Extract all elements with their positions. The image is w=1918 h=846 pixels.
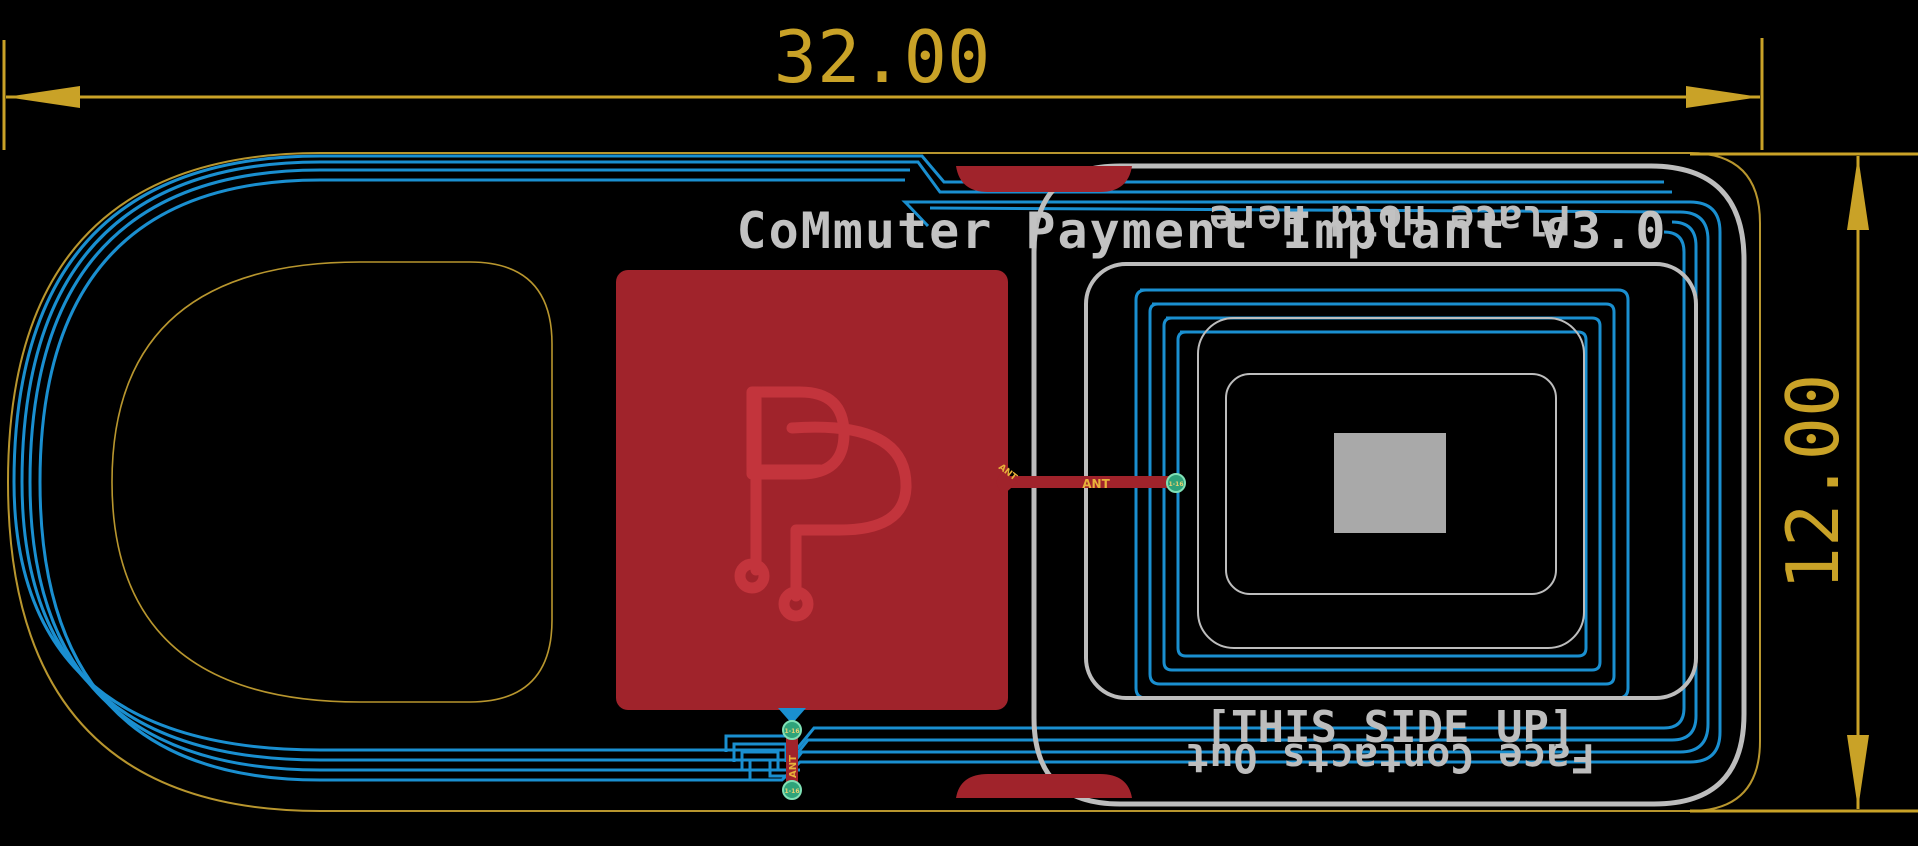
cutout-slot: [111, 261, 553, 703]
copper-top: [616, 166, 1174, 798]
antenna-coil-bottom: [12, 154, 1722, 782]
silk-title: CoMmuter Payment Implant v3.0: [737, 202, 1668, 260]
via-top: [782, 720, 802, 740]
contact-pad-bottom: [956, 774, 1132, 798]
net-label-ant: ANT: [1082, 477, 1110, 491]
via-bottom: [782, 780, 802, 800]
ant-trace-stub: [996, 470, 1018, 496]
dimension-height: [1690, 152, 1918, 813]
silk-orientation-mirrored: Face Contacts Out: [1185, 734, 1594, 780]
ant-trace-horizontal: [1004, 476, 1174, 488]
chip-die: [1334, 433, 1446, 533]
trace-arrow-marker: [778, 708, 806, 724]
outer-edge: [6, 152, 1761, 812]
silkscreen-layer: [1031, 163, 1747, 807]
board-outline: [6, 152, 1761, 812]
chip-outline-outer: [1197, 317, 1585, 649]
pad-label-via-bottom: 1-16: [784, 788, 799, 795]
inner-coil-3: [1162, 316, 1602, 672]
dimension-width-label: 32.00: [774, 15, 991, 99]
net-label-ant-vertical: ANT: [788, 755, 799, 778]
silk-orientation: [THIS SIDE UP]: [1205, 702, 1576, 753]
pad-label-via-ant: 1-16: [1168, 481, 1183, 488]
inner-coil-4: [1176, 330, 1588, 658]
dimension-height-label: 12.00: [1771, 374, 1855, 591]
chip-outline-inner: [1225, 373, 1557, 595]
pad-label-via-top: 1-16: [784, 728, 799, 735]
dimension-width: [2, 38, 1764, 150]
vias: [782, 473, 1186, 800]
antenna-pad: [616, 270, 1008, 710]
silk-outline-outer: [1031, 163, 1747, 807]
via-ant: [1166, 473, 1186, 493]
silk-title-mirrored: Place Hold Here: [1209, 196, 1570, 242]
coil-turn-4: [12, 154, 1686, 752]
contact-pad-top: [956, 166, 1132, 192]
logo-mark: [734, 386, 912, 622]
inner-coil-2: [1148, 302, 1616, 686]
